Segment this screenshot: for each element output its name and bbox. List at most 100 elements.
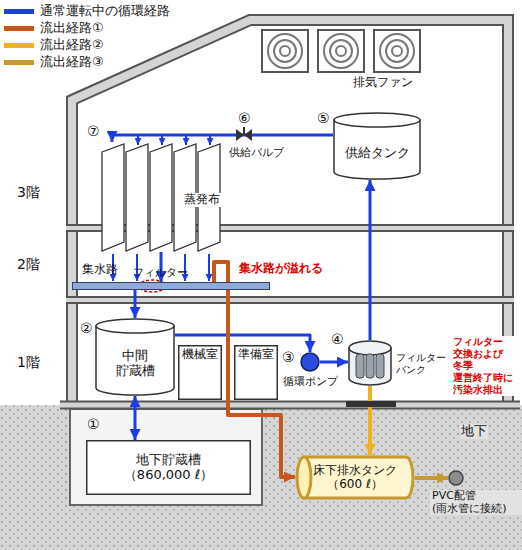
- node-outline: [300, 352, 320, 372]
- cloth-sheet: [102, 144, 124, 251]
- legend-swatch: [4, 9, 34, 14]
- legend-row: 流出経路②: [4, 38, 104, 53]
- basement-room: [70, 409, 262, 505]
- ground-slab: [60, 401, 520, 410]
- legend-text: 流出経路③: [40, 55, 104, 70]
- fan-ring: [280, 46, 290, 56]
- fan-ring: [392, 46, 402, 56]
- legend-text: 流出経路①: [40, 21, 104, 36]
- floor-label: 1階: [16, 354, 41, 370]
- node-text: 供給タンク: [345, 146, 410, 161]
- floor-slab: [66, 296, 514, 304]
- node-text: 準備室: [238, 348, 274, 362]
- label-anchor: ②: [79, 320, 94, 336]
- legend-row: 流出経路①: [4, 21, 104, 36]
- label-anchor: ⑦: [86, 123, 101, 139]
- floor-label: 2階: [16, 256, 41, 272]
- tank-end: [297, 457, 311, 498]
- fan-ring: [268, 34, 302, 68]
- label-anchor: ⑤: [316, 110, 331, 126]
- flow-connector: [320, 361, 348, 364]
- supply-valve: [236, 127, 252, 141]
- tank-body: [304, 457, 413, 498]
- node-text: 集水路: [82, 263, 118, 277]
- underground-tank: 地下貯蔵槽（860,000 ℓ）: [86, 440, 251, 495]
- label-anchor: フィルター: [132, 267, 189, 280]
- callout-number: ④: [330, 331, 345, 347]
- node-text: PVC配管 (雨水管に接続): [430, 490, 522, 515]
- flow-connector: [415, 476, 448, 480]
- flow-connector: [134, 290, 137, 318]
- building-wall-fill: [72, 20, 508, 405]
- drip-arrow: [208, 254, 210, 281]
- node-text: 地下貯蔵槽: [136, 453, 201, 468]
- tank-body: [96, 326, 174, 395]
- pump-symbol: [301, 353, 319, 371]
- callout-number: ⑤: [316, 110, 331, 126]
- node-text: 循環ポンプ: [278, 376, 342, 389]
- warning-note: 集水路が溢れる: [238, 262, 324, 276]
- node-caption: 蒸発布: [182, 188, 222, 207]
- fan-ring: [386, 40, 408, 62]
- fan-ring: [336, 46, 346, 56]
- feed-arrow: [161, 135, 163, 145]
- legend-swatch: [4, 60, 34, 65]
- callout-number: ⑦: [86, 123, 101, 139]
- node-caption: PVC配管 (雨水管に接続): [430, 490, 522, 516]
- label-anchor: 3階: [16, 184, 41, 200]
- filter-cartridge: [356, 354, 364, 378]
- node-outline: [448, 470, 464, 486]
- label-anchor: ⑥: [237, 110, 252, 126]
- legend-text: 通常運転中の循環経路: [40, 4, 170, 19]
- tank-top: [349, 341, 391, 355]
- warning-note: フィルター 交換および 冬季 運営終了時に 汚染水排出: [452, 336, 518, 396]
- floor-slab-fill: [66, 298, 514, 302]
- node-outline: [72, 282, 270, 290]
- part-label: 排気ファン: [352, 76, 414, 90]
- supply-tank: 供給タンク: [333, 112, 421, 180]
- legend-swatch: [4, 43, 34, 48]
- channel-bar: [73, 283, 270, 290]
- box-outline: [235, 346, 278, 400]
- fan-box: [318, 30, 364, 72]
- cloth-sheet: [198, 144, 220, 251]
- node-text: フィルター バンク: [396, 352, 448, 375]
- label-anchor: 2階: [16, 256, 41, 272]
- floor-label: 地下: [460, 424, 488, 439]
- fan-ring: [324, 34, 358, 68]
- drip-arrows: [113, 135, 210, 281]
- valve-stem: [243, 127, 245, 135]
- callout-number: ③: [281, 349, 296, 365]
- building-wall: [72, 20, 508, 405]
- feed-arrow: [137, 135, 139, 145]
- label-anchor: ③: [281, 349, 296, 365]
- preparation-room: 準備室: [234, 345, 278, 400]
- legend-row: 通常運転中の循環経路: [4, 4, 170, 19]
- filter-cartridge: [376, 354, 384, 378]
- fan-box: [374, 30, 420, 72]
- drain-tank: 床下排水タンク（600 ℓ）: [295, 455, 415, 500]
- callout-number: ②: [79, 320, 94, 336]
- node-text: 中間 貯蔵槽: [107, 349, 163, 379]
- label-anchor: 排気ファン: [352, 76, 414, 90]
- fan-box: [262, 30, 308, 72]
- fan-ring: [380, 34, 414, 68]
- flow-connector: [369, 180, 372, 340]
- cloth-sheet: [126, 144, 148, 251]
- exhaust-fans: [262, 30, 420, 72]
- label-anchor: 集水路が溢れる: [238, 262, 324, 276]
- node-text: （860,000 ℓ）: [124, 468, 213, 483]
- label-anchor: 1階: [16, 354, 41, 370]
- pvc-pipe: PVC配管 (雨水管に接続): [448, 470, 464, 486]
- feed-arrow: [209, 135, 211, 145]
- filter-bank: フィルター バンク: [348, 340, 392, 386]
- node-text: 床下排水タンク: [313, 464, 397, 478]
- node-text: 蒸発布: [182, 193, 222, 207]
- node-text: 機械室: [182, 348, 218, 362]
- part-label: フィルター: [132, 267, 189, 280]
- node-text: （600 ℓ）: [327, 478, 383, 492]
- fan-ring: [330, 40, 352, 62]
- label-anchor: 地下: [460, 424, 488, 439]
- callout-number: ⑥: [237, 110, 252, 126]
